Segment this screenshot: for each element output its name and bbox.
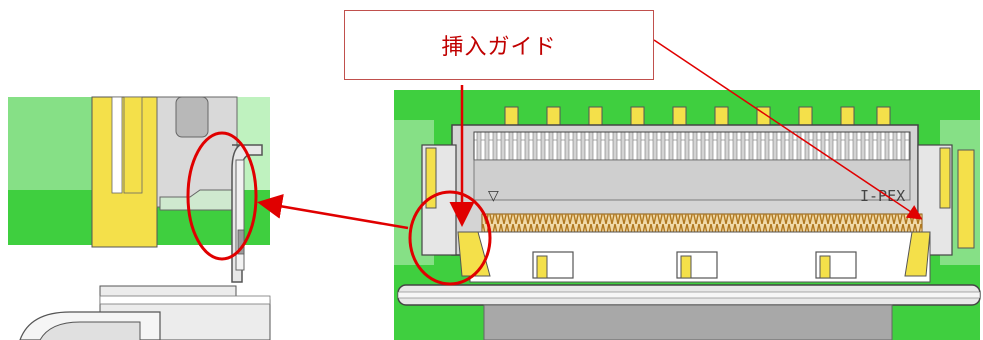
highlight-ellipse-icon (408, 190, 492, 286)
cable (483, 304, 893, 340)
arrow-icon (653, 39, 923, 220)
arrow-icon (257, 194, 409, 230)
latch-tabs (532, 251, 857, 279)
highlight-ellipse-icon (186, 131, 258, 261)
top-pin-tabs (504, 106, 891, 130)
left-detail-view (8, 96, 271, 340)
pin-row (473, 131, 911, 161)
annotation-arrows (257, 39, 923, 230)
connector-triangle-mark: ▽ (488, 188, 499, 204)
callout-label: 挿入ガイド (441, 35, 557, 60)
right-connector-view: ▽ I-PEX (394, 90, 981, 340)
connector-marking: I-PEX (860, 187, 905, 205)
callout-box: 挿入ガイド (344, 10, 654, 80)
